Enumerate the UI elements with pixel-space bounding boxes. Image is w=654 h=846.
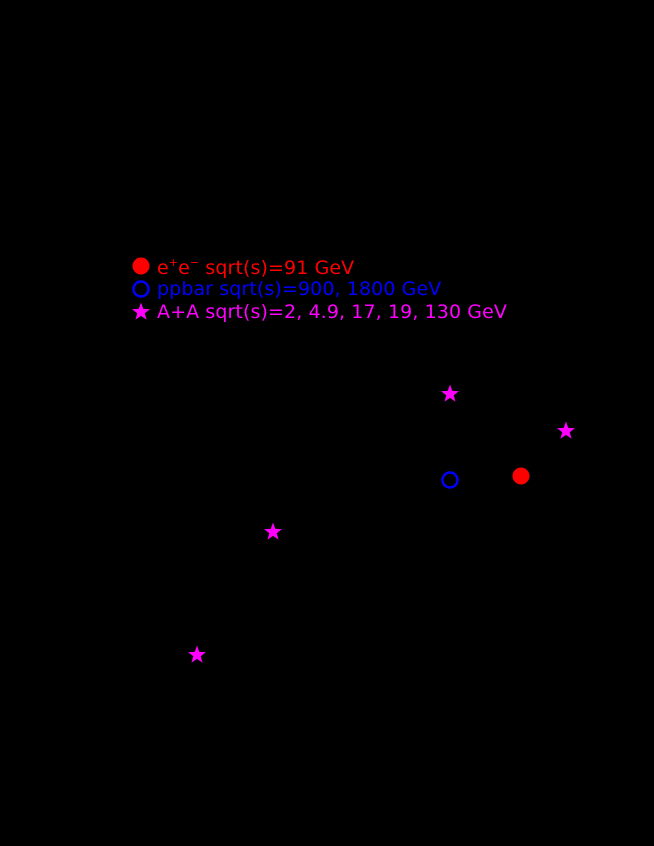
legend: e+e− sqrt(s)=91 GeV ppbar sqrt(s)=900, 1… [131, 254, 507, 323]
star-marker [557, 421, 575, 439]
legend-label-ppbar: ppbar sqrt(s)=900, 1800 GeV [157, 277, 442, 300]
legend-label-ee: e+e− sqrt(s)=91 GeV [157, 256, 355, 279]
star-marker [188, 645, 206, 663]
star-marker [441, 384, 459, 402]
data-points [188, 384, 575, 663]
filled-circle-marker [512, 467, 530, 485]
legend-item-aa: A+A sqrt(s)=2, 4.9, 17, 19, 130 GeV [131, 300, 507, 323]
open-circle-icon [131, 279, 151, 299]
open-circle-marker [441, 471, 459, 489]
legend-item-ppbar: ppbar sqrt(s)=900, 1800 GeV [131, 277, 507, 300]
legend-label-aa: A+A sqrt(s)=2, 4.9, 17, 19, 130 GeV [157, 300, 508, 323]
legend-item-ee: e+e− sqrt(s)=91 GeV [131, 254, 507, 279]
star-marker [264, 522, 282, 540]
star-icon [131, 302, 151, 322]
filled-circle-icon [131, 256, 151, 276]
